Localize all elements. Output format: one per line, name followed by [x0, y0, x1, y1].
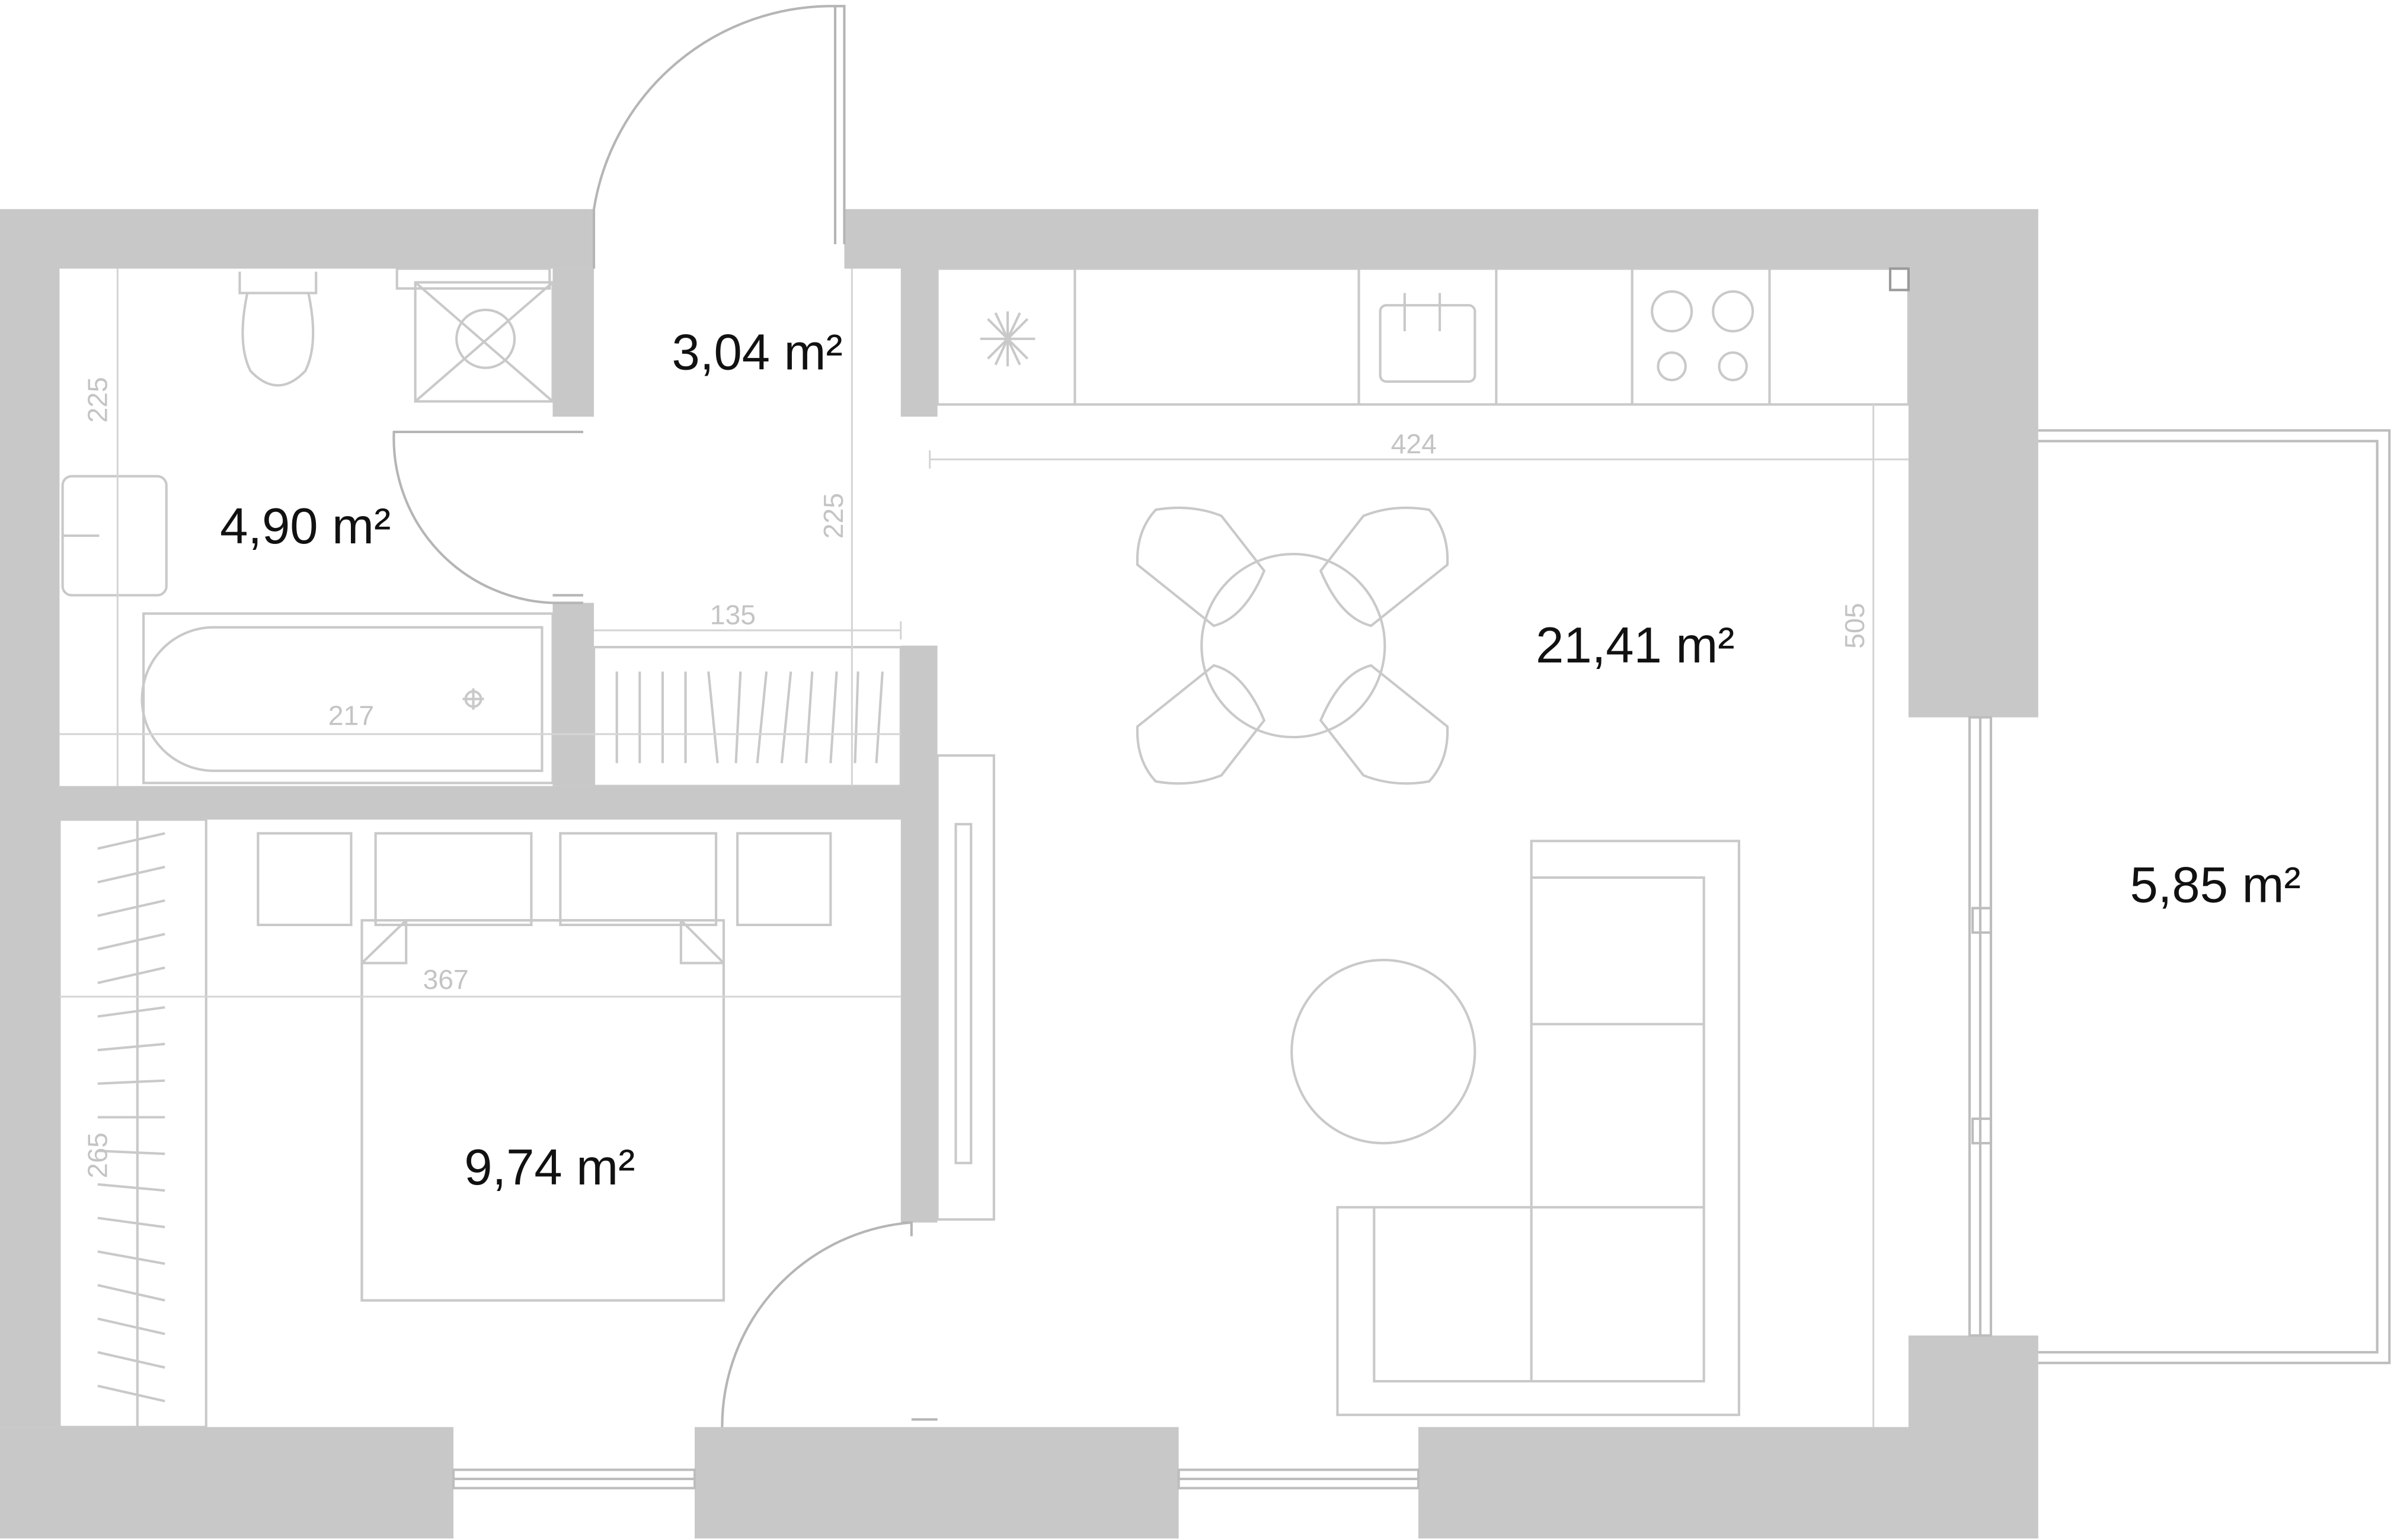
pillow-left	[374, 832, 533, 927]
windows	[452, 716, 1993, 1490]
chair-top-right	[1319, 506, 1449, 627]
dim-kitchen-width: 424	[1391, 428, 1437, 459]
living-furniture	[936, 754, 1741, 1416]
living-area-label: 21,41 m²	[1536, 617, 1734, 674]
area-labels: 3,04 m² 4,90 m² 21,41 m² 9,74 m² 5,85 m²	[220, 324, 2301, 1195]
coffee-table	[1290, 959, 1476, 1145]
corner-sofa	[1336, 840, 1741, 1416]
dim-hall-height: 225	[818, 493, 849, 539]
entrance-door	[592, 5, 846, 269]
dim-bath-width: 217	[328, 700, 374, 731]
wall-bottom-right	[1418, 1335, 2038, 1539]
bedroom-wardrobe	[58, 818, 207, 1429]
nightstand-left	[257, 832, 353, 927]
tv-unit	[936, 754, 995, 1221]
chair-top-left	[1136, 506, 1266, 627]
hall-wardrobe	[592, 646, 902, 787]
bedroom-area-label: 9,74 m²	[464, 1139, 635, 1196]
bathroom-fixtures	[61, 267, 554, 785]
kitchen	[936, 267, 1910, 406]
wardrobe-hangers	[97, 832, 165, 1403]
doors	[392, 5, 938, 1427]
bedroom-furniture	[58, 818, 832, 1429]
bathtub-icon	[142, 612, 554, 785]
kitchen-counter	[936, 267, 1910, 406]
dim-wardrobe-width: 135	[710, 600, 756, 630]
tv-icon	[954, 822, 973, 1164]
toilet-icon	[238, 271, 318, 294]
wall-bath-bedroom	[59, 786, 938, 820]
dining-set	[1136, 506, 1449, 785]
balcony-outline	[2038, 429, 2391, 1365]
duvet	[360, 919, 725, 1302]
wall-bottom-left	[0, 1427, 454, 1539]
dim-living-height: 505	[1839, 603, 1870, 648]
balcony	[2038, 429, 2391, 1365]
dim-bedroom-height: 265	[82, 1132, 113, 1178]
chair-bottom-left	[1136, 664, 1266, 785]
hall-wardrobe-outline	[592, 646, 902, 787]
kitchen-sink-icon	[1379, 304, 1476, 383]
dim-bedroom-width: 367	[423, 964, 468, 995]
wall-top-living	[844, 209, 2038, 718]
pillow-right	[559, 832, 718, 927]
wall-bath-hall-upper	[552, 268, 594, 417]
bath-door	[392, 430, 583, 604]
dimension-lines	[59, 268, 1909, 1427]
walls	[0, 209, 2038, 1539]
hob-icon	[1651, 290, 1754, 382]
bathroom-area-label: 4,90 m²	[220, 498, 391, 555]
wall-bottom-mid	[695, 1427, 1179, 1539]
wall-wardrobe-living	[900, 645, 938, 1223]
extractor-icon	[980, 311, 1035, 367]
dining-table	[1200, 552, 1386, 739]
dimension-labels: 225 225 424 135 217 505 367 265	[82, 377, 1870, 1178]
nightstand-right	[736, 832, 832, 927]
bed	[360, 919, 725, 1302]
chair-bottom-right	[1319, 664, 1449, 785]
bedroom-door	[721, 1221, 913, 1427]
balcony-area-label: 5,85 m²	[2130, 857, 2301, 913]
wall-bath-hall-lower	[552, 603, 594, 786]
shower-icon	[395, 267, 551, 290]
dim-bath-height: 225	[82, 377, 113, 422]
hall-area-label: 3,04 m²	[672, 324, 843, 380]
